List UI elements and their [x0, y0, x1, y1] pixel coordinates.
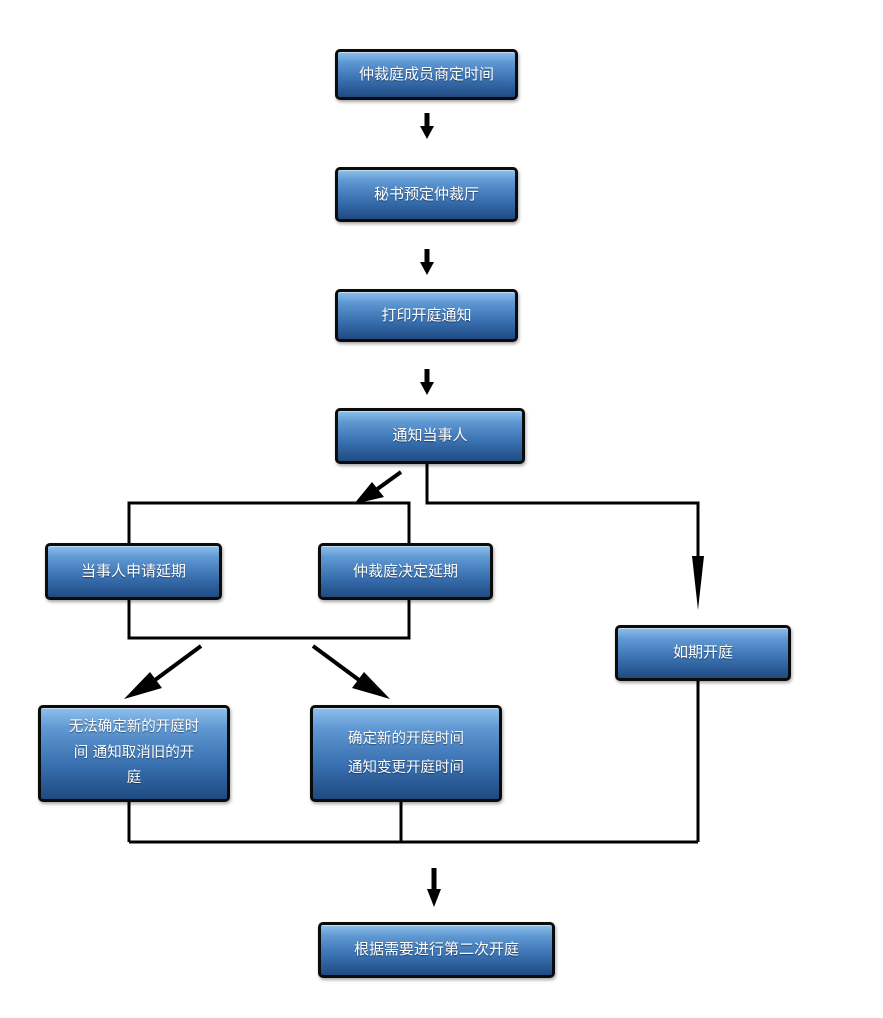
arrow-to-outcome-undetermined [124, 644, 203, 699]
outcome-new-time-determined: 确定新的开庭时间 通知变更开庭时间 [310, 705, 502, 802]
outcome-new-time-undetermined-label: 无法确定新的开庭时 间 通知取消旧的开 庭 [68, 719, 200, 787]
merge-connector [127, 681, 700, 844]
step-print-notice: 打印开庭通知 [335, 289, 518, 342]
step-tribunal-agree-time: 仲裁庭成员商定时间 [335, 49, 518, 100]
branch-party-request-postpone-label: 当事人申请延期 [80, 561, 186, 580]
final-second-hearing: 根据需要进行第二次开庭 [318, 922, 555, 978]
branch-hearing-on-schedule-label: 如期开庭 [672, 643, 733, 662]
step-secretary-book-room: 秘书预定仲裁厅 [335, 167, 518, 222]
arrow-step1-to-step2 [420, 113, 434, 139]
branch-tribunal-decide-postpone-label: 仲裁庭决定延期 [352, 561, 458, 580]
branch-tribunal-decide-postpone: 仲裁庭决定延期 [318, 543, 493, 600]
step-tribunal-agree-time-label: 仲裁庭成员商定时间 [358, 64, 494, 83]
step-notify-parties-label: 通知当事人 [392, 426, 468, 445]
branch-hearing-on-schedule: 如期开庭 [615, 625, 791, 681]
connector-step4-to-on-schedule [425, 464, 704, 610]
outcome-new-time-determined-label: 确定新的开庭时间 通知变更开庭时间 [348, 731, 464, 776]
final-second-hearing-label: 根据需要进行第二次开庭 [353, 940, 519, 959]
branch-party-request-postpone: 当事人申请延期 [45, 543, 222, 600]
outcome-new-time-undetermined: 无法确定新的开庭时 间 通知取消旧的开 庭 [38, 705, 230, 802]
arrow-to-final-step [427, 868, 441, 907]
arrow-step2-to-step3 [420, 249, 434, 275]
step-secretary-book-room-label: 秘书预定仲裁厅 [373, 184, 479, 203]
step-notify-parties: 通知当事人 [335, 408, 525, 464]
arrow-to-outcome-determined [311, 644, 390, 699]
arrow-step4-to-postpone-group [354, 470, 403, 504]
step-print-notice-label: 打印开庭通知 [381, 305, 472, 324]
postpone-group-bracket [127, 501, 411, 640]
arrow-step3-to-step4 [420, 369, 434, 395]
